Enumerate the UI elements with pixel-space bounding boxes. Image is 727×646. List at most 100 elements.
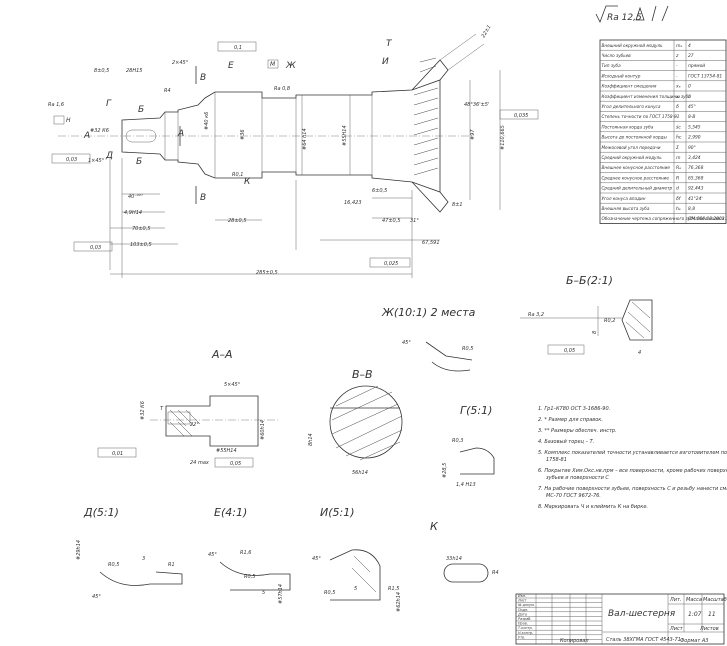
svg-text:1:07: 1:07 — [688, 611, 702, 618]
svg-text:8±0,5: 8±0,5 — [94, 68, 109, 74]
param-symbol: Σ — [676, 145, 679, 151]
note-item: 2. * Размер для справок. — [538, 417, 603, 423]
param-value: 41°24' — [688, 196, 703, 202]
param-value: 65,368 — [688, 175, 704, 181]
param-name: Межосевой угол передачи — [602, 145, 661, 150]
svg-text:0,035: 0,035 — [514, 113, 528, 119]
param-symbol: δ — [676, 104, 679, 110]
svg-text:Б: Б — [136, 157, 142, 167]
svg-text:24 max: 24 max — [190, 460, 209, 466]
part-name: Вал-шестерня — [608, 609, 676, 619]
section-vv-title: В–В — [352, 368, 373, 381]
param-value: ГОСТ 13754-81 — [688, 73, 722, 79]
title-row-label: Подп. — [518, 608, 528, 612]
svg-text:45°: 45° — [92, 594, 101, 600]
svg-text:33h14: 33h14 — [446, 556, 462, 562]
param-value: прямой — [688, 63, 705, 69]
svg-text:Масса: Масса — [686, 597, 702, 603]
svg-text:285±0,5: 285±0,5 — [256, 270, 278, 276]
param-value: 8,8 — [688, 206, 695, 212]
svg-text:R0,5: R0,5 — [462, 346, 473, 352]
svg-text:8±1: 8±1 — [452, 202, 463, 208]
material: Сталь 38ХГМА ГОСТ 4543-71 — [606, 637, 681, 643]
section-aa: А–А 5×45° Т 22° 24 max #55Н14 #60h14 #32… — [112, 348, 280, 467]
title-row-label: Дата — [517, 612, 527, 616]
section-e: Е(4:1) 45° R1,6 R0,5 5 #57h14 — [208, 506, 291, 604]
svg-text:R4: R4 — [164, 88, 171, 94]
svg-text:#36: #36 — [240, 129, 246, 140]
svg-text:В: В — [200, 73, 206, 83]
svg-text:0,03: 0,03 — [90, 245, 101, 251]
param-symbol: - — [676, 74, 678, 79]
param-name: Средний делительный диаметр — [602, 186, 673, 191]
svg-text:А: А — [83, 131, 90, 141]
section-g-title: Г(5:1) — [460, 404, 492, 417]
param-name: Внешняя высота зуба — [602, 206, 650, 211]
svg-text:R4: R4 — [492, 570, 499, 576]
svg-text:#55Н14: #55Н14 — [342, 125, 348, 146]
svg-text:48°36'±5': 48°36'±5' — [464, 102, 489, 108]
param-symbol: Rₑ — [676, 165, 681, 171]
svg-text:Ж: Ж — [285, 61, 296, 71]
param-name: Степень точности по ГОСТ 1758-81 — [602, 114, 680, 119]
svg-text:Лит.: Лит. — [669, 597, 682, 603]
svg-text:1,4 Н13: 1,4 Н13 — [456, 482, 476, 488]
param-name: Внешний окружной модуль — [602, 43, 664, 48]
svg-text:Т: Т — [386, 39, 393, 49]
svg-text:#97: #97 — [470, 129, 476, 140]
section-i-title: И(5:1) — [320, 506, 355, 519]
svg-text:R0,5: R0,5 — [324, 590, 335, 596]
param-value: 0 — [688, 84, 691, 90]
param-value: 8-В — [688, 114, 695, 120]
param-symbol: d — [676, 186, 679, 192]
svg-text:0,03: 0,03 — [66, 157, 77, 163]
title-row-label: Разраб. — [518, 617, 531, 621]
svg-text:70±0,5: 70±0,5 — [132, 226, 151, 232]
param-name: Внешнее конусное расстояние — [602, 165, 671, 170]
section-d: Д(5:1) R0,5 3 R1 #29h14 45° — [76, 506, 183, 600]
svg-text:#29h14: #29h14 — [76, 540, 82, 560]
svg-text:#110,665: #110,665 — [500, 125, 506, 150]
svg-text:R1: R1 — [168, 562, 175, 568]
param-name: Средний окружной модуль — [602, 155, 663, 160]
svg-text:#28,5: #28,5 — [442, 463, 448, 478]
svg-text:0,1: 0,1 — [234, 45, 242, 51]
svg-text:К: К — [244, 177, 251, 187]
svg-text:22±1: 22±1 — [481, 24, 493, 39]
section-aa-title: А–А — [211, 348, 233, 361]
param-name: Тип зуба — [602, 63, 622, 68]
svg-text:#60h14: #60h14 — [260, 420, 266, 440]
main-view-text: 8±0,5 28Н15 2×45° R4 #32 К6 1×45° 40⁻⁰⁰⁷… — [48, 24, 528, 276]
svg-text:R1,5: R1,5 — [388, 586, 399, 592]
svg-text:8: 8 — [592, 331, 598, 334]
note-item: 6. Покрытие Хим.Окс.нв.прм – все поверхн… — [538, 468, 727, 481]
param-name: Угол делительного конуса — [602, 104, 661, 109]
param-value: 3,424 — [688, 155, 701, 161]
svg-text:5: 5 — [354, 586, 357, 592]
param-symbol: s̄c — [676, 124, 681, 130]
svg-text:Листов: Листов — [699, 626, 719, 632]
svg-text:Масштаб: Масштаб — [703, 597, 727, 603]
param-symbol: xₜ — [675, 95, 681, 100]
svg-text:Г: Г — [106, 99, 112, 109]
param-value: 92,443 — [688, 186, 704, 192]
svg-text:28±0,5: 28±0,5 — [228, 218, 247, 224]
note-item: 7. На рабочие поверхности зубьев, поверх… — [538, 486, 727, 499]
svg-text:45°: 45° — [208, 552, 217, 558]
svg-text:22°: 22° — [190, 422, 199, 428]
title-row-label: Н.контр. — [518, 631, 533, 635]
param-symbol: - — [676, 115, 678, 120]
svg-text:#64 h14: #64 h14 — [302, 128, 308, 150]
svg-text:Ra 0,8: Ra 0,8 — [274, 86, 290, 92]
svg-text:R1,6: R1,6 — [240, 550, 251, 556]
svg-text:#40 к6: #40 к6 — [204, 112, 210, 130]
svg-text:Е: Е — [228, 61, 234, 71]
svg-text:67,591: 67,591 — [422, 240, 440, 246]
note-item: 4. Базовый торец – Т. — [538, 439, 594, 445]
svg-text:103±0,5: 103±0,5 — [130, 242, 152, 248]
param-symbol: z — [675, 54, 679, 59]
svg-text:R0,3: R0,3 — [452, 438, 463, 444]
title-row-label: Изм. — [518, 594, 526, 598]
section-zh-title: Ж(10:1) 2 места — [381, 306, 476, 319]
